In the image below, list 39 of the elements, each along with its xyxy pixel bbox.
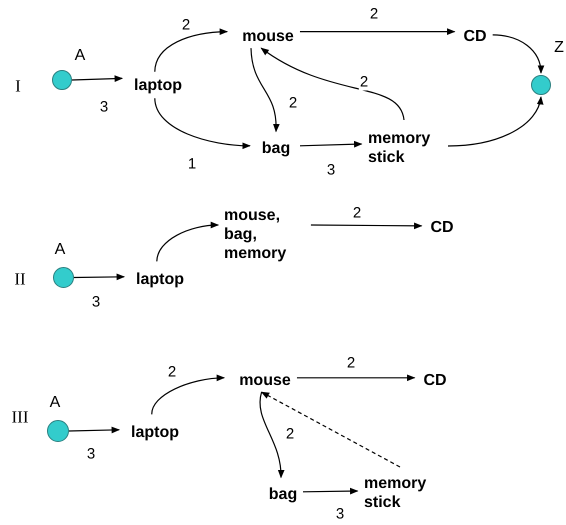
arrow	[260, 392, 400, 468]
arrow	[300, 140, 362, 148]
arrow	[448, 96, 543, 147]
arrow	[260, 392, 284, 478]
arrow	[154, 28, 228, 72]
node-label: CD	[430, 218, 454, 236]
node-label: laptop	[136, 270, 184, 288]
node-caption: A	[74, 47, 86, 65]
arrow	[303, 488, 358, 494]
node-label: bag	[268, 484, 298, 504]
arrow	[492, 34, 544, 74]
node-label: laptop	[134, 76, 182, 94]
node-label: CD	[423, 370, 447, 390]
arrow	[154, 98, 251, 149]
node-label: mouse, bag, memory	[224, 206, 288, 262]
node-caption: A	[54, 241, 66, 259]
arrow	[310, 222, 422, 230]
arrow	[300, 28, 456, 35]
node-label: memory stick	[368, 129, 432, 167]
arrow	[151, 374, 226, 414]
node-label: laptop	[131, 422, 179, 442]
arrow	[296, 374, 416, 382]
node-label: mouse	[239, 370, 291, 390]
arrow	[156, 222, 220, 262]
node-caption: A	[50, 394, 60, 412]
arrow	[74, 274, 125, 280]
arrow	[72, 75, 123, 82]
section-numeral: III	[12, 408, 28, 426]
edge-label: 2	[358, 74, 370, 90]
arrow	[250, 48, 280, 132]
node-caption: Z	[554, 39, 564, 57]
node-label: CD	[463, 26, 487, 46]
section-numeral: II	[14, 270, 26, 288]
node-label: mouse	[242, 26, 294, 46]
arrow	[68, 426, 120, 434]
arrow	[260, 48, 405, 120]
node-label: bag	[262, 138, 290, 158]
node-label: memory stick	[364, 474, 428, 512]
section-numeral: I	[15, 76, 21, 96]
